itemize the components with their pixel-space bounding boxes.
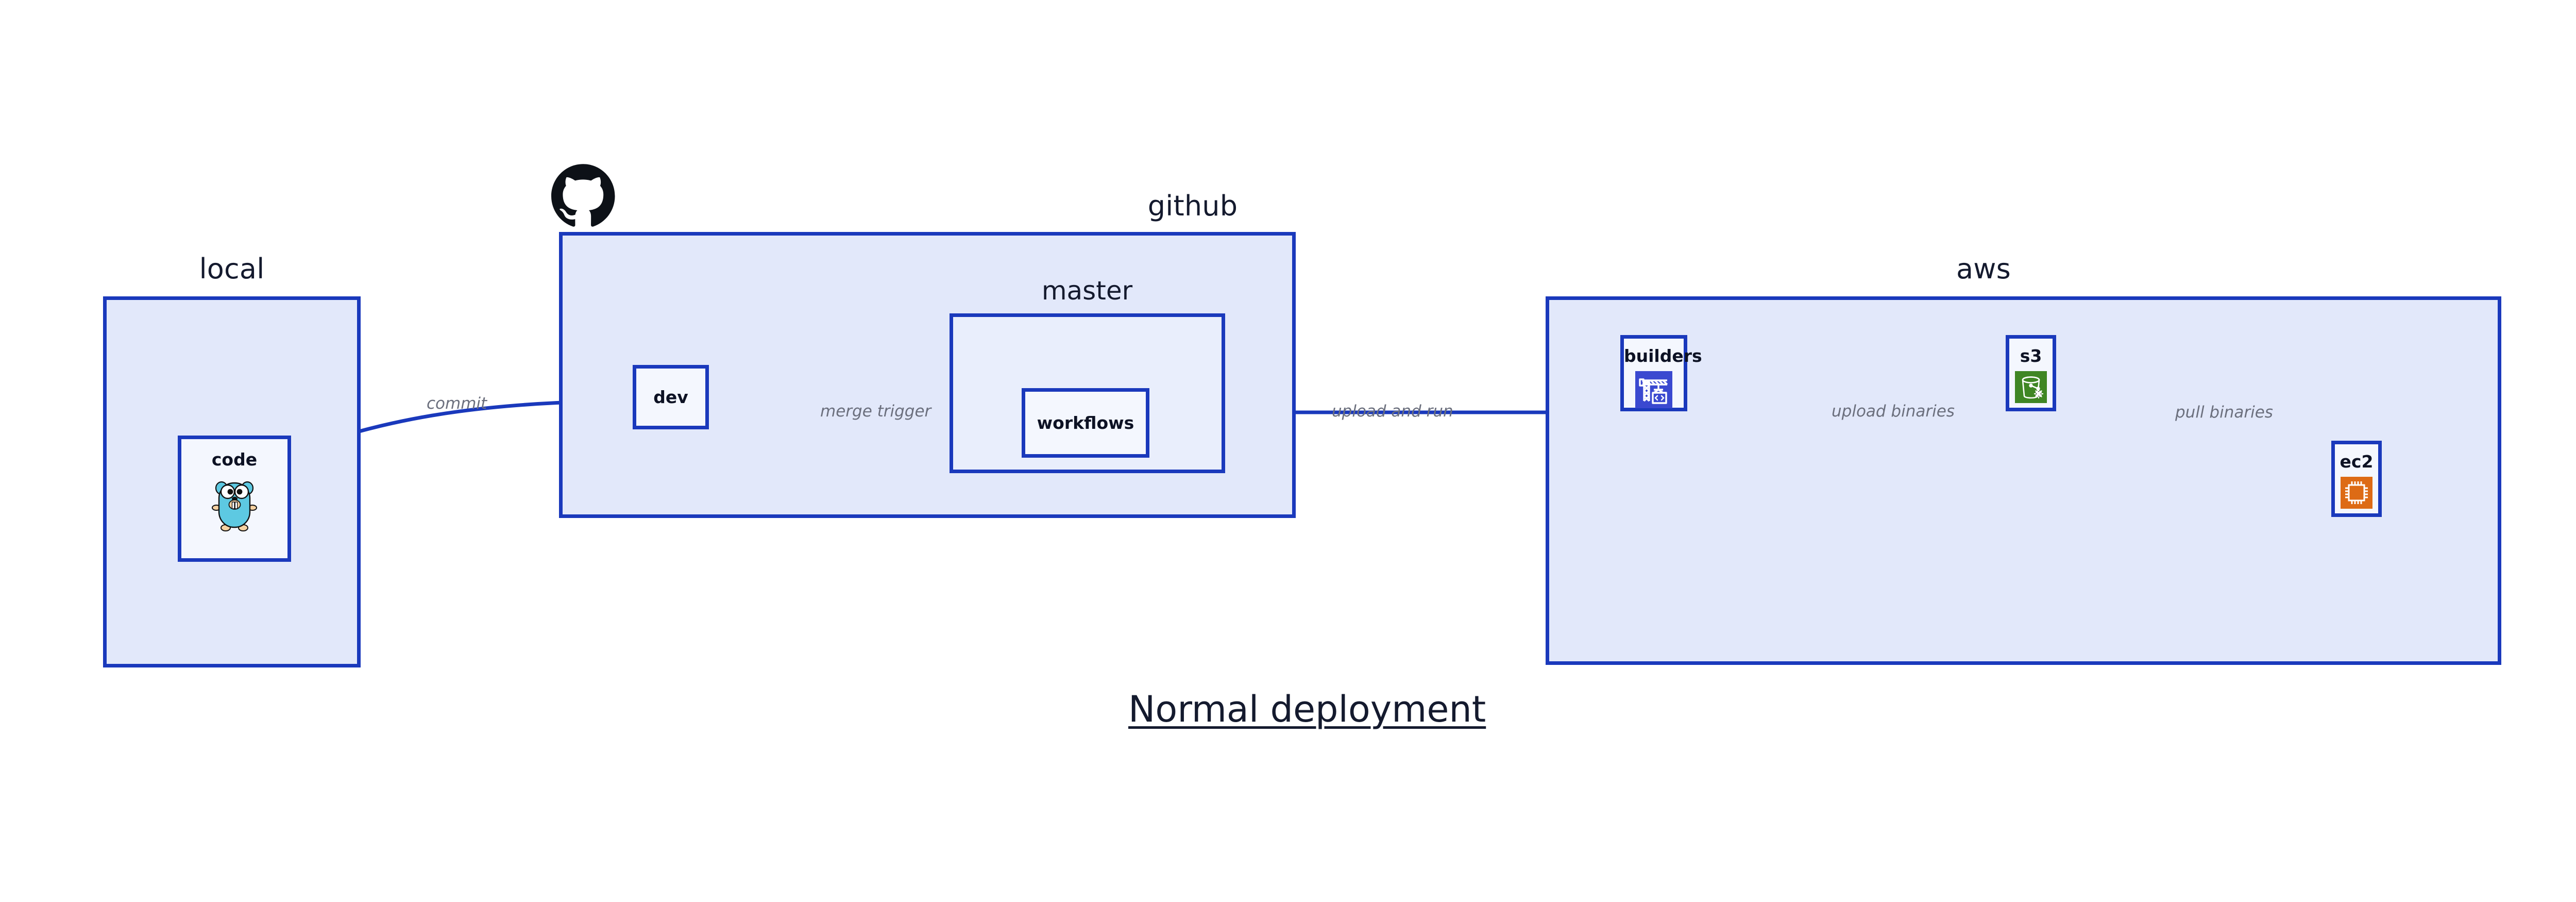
group-title-local: local: [199, 253, 265, 285]
edge-label-pull-binaries: pull binaries: [2175, 403, 2273, 422]
github-octocat-icon: [551, 164, 615, 229]
node-label-code: code: [211, 449, 258, 470]
node-ec2[interactable]: ec2: [2331, 441, 2382, 517]
node-label-builders: builders: [1624, 346, 1702, 366]
node-dev[interactable]: dev: [633, 365, 709, 429]
node-label-dev: dev: [653, 387, 688, 407]
group-local: [103, 296, 361, 667]
edge-label-upload-binaries: upload binaries: [1832, 402, 1955, 421]
group-title-github: github: [1147, 190, 1238, 222]
node-label-workflows: workflows: [1037, 413, 1134, 433]
node-label-ec2: ec2: [2340, 452, 2374, 472]
diagram-caption: Normal deployment: [1128, 688, 1486, 730]
go-gopher-icon: [210, 475, 259, 534]
aws-codebuild-icon: [1624, 371, 1684, 408]
aws-ec2-chip-icon: [2335, 477, 2378, 509]
node-label-s3: s3: [2020, 346, 2042, 366]
node-workflows[interactable]: workflows: [1022, 388, 1149, 458]
edge-label-commit: commit: [427, 394, 487, 413]
node-code[interactable]: code: [178, 436, 291, 562]
subgroup-title-master: master: [1041, 276, 1133, 306]
group-title-aws: aws: [1956, 253, 2011, 285]
edge-label-upload-and-run: upload and run: [1332, 402, 1453, 421]
node-s3[interactable]: s3: [2006, 335, 2056, 411]
node-builders[interactable]: builders: [1620, 335, 1702, 411]
edge-label-merge-trigger: merge trigger: [820, 402, 931, 421]
aws-s3-bucket-icon: [2009, 371, 2053, 403]
